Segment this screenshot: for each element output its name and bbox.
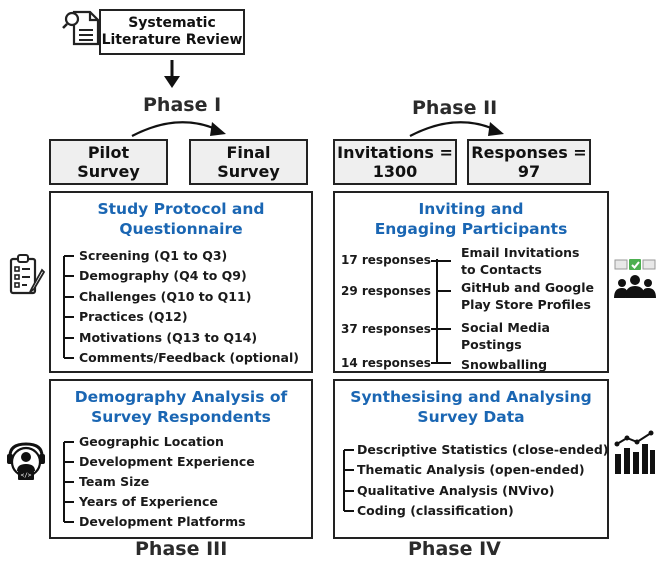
inviting-bracket xyxy=(431,259,451,364)
clipboard-checklist-icon xyxy=(9,254,46,295)
pilot-line1: Pilot xyxy=(87,143,130,162)
channel-line2: to Contacts xyxy=(461,262,542,277)
demography-panel: Demography Analysis of Survey Respondent… xyxy=(49,379,313,539)
study-protocol-panel: Study Protocol and Questionnaire Screeni… xyxy=(49,191,313,373)
synthesising-bracket xyxy=(343,449,354,512)
response-count: 17 responses xyxy=(341,253,431,267)
down-arrow xyxy=(164,60,180,88)
svg-text:</>: </> xyxy=(21,472,32,479)
synthesising-title-line1: Synthesising and Analysing xyxy=(350,388,592,406)
protocol-item: Demography (Q4 to Q9) xyxy=(79,268,247,283)
document-search-icon xyxy=(62,10,100,46)
demography-item: Development Experience xyxy=(79,454,255,469)
analysis-item: Coding (classification) xyxy=(357,503,514,518)
protocol-item: Screening (Q1 to Q3) xyxy=(79,248,228,263)
analysis-item: Qualitative Analysis (NVivo) xyxy=(357,483,555,498)
inviting-title-line2: Engaging Participants xyxy=(374,220,568,238)
analysis-item: Descriptive Statistics (close-ended) xyxy=(357,442,609,457)
phase-1-curved-arrow xyxy=(131,121,226,137)
pilot-line2: Survey xyxy=(77,162,140,181)
demography-item: Years of Experience xyxy=(79,494,218,509)
channel-line1: Snowballing xyxy=(461,357,548,372)
channel-line2: Play Store Profiles xyxy=(461,297,591,312)
final-line2: Survey xyxy=(217,162,280,181)
responses-line1: Responses = xyxy=(471,143,587,162)
demography-bracket xyxy=(63,441,74,523)
phase-2-label: Phase II xyxy=(412,97,498,119)
phase-4-label: Phase IV xyxy=(408,538,501,560)
phase-3-label: Phase III xyxy=(135,538,228,560)
channel-line1: GitHub and Google xyxy=(461,280,594,295)
responses-line2: 97 xyxy=(517,162,541,181)
inviting-participants-panel: Inviting and Engaging Participants 17 re… xyxy=(333,191,609,373)
channel-line2: Postings xyxy=(461,337,522,352)
final-survey-box: Final Survey xyxy=(189,139,308,185)
demography-title-line2: Survey Respondents xyxy=(91,408,271,426)
slr-box: Systematic Literature Review xyxy=(99,9,245,55)
invitations-line2: 1300 xyxy=(372,162,418,181)
demography-item: Geographic Location xyxy=(79,434,224,449)
slr-line2: Literature Review xyxy=(101,32,243,48)
demography-item: Development Platforms xyxy=(79,514,246,529)
synthesising-panel: Synthesising and Analysing Survey Data D… xyxy=(333,379,609,539)
slr-line1: Systematic xyxy=(128,15,216,31)
phase-2-curved-arrow xyxy=(409,121,504,137)
developer-icon: </> xyxy=(7,442,45,480)
invitations-box: Invitations = 1300 xyxy=(333,139,457,185)
synthesising-title-line2: Survey Data xyxy=(417,408,525,426)
channel-line1: Social Media xyxy=(461,320,550,335)
demography-item: Team Size xyxy=(79,474,150,489)
protocol-item: Challenges (Q10 to Q11) xyxy=(79,289,252,304)
protocol-item: Practices (Q12) xyxy=(79,309,188,324)
protocol-item: Comments/Feedback (optional) xyxy=(79,350,299,365)
demography-title-line1: Demography Analysis of xyxy=(74,388,288,406)
protocol-item: Motivations (Q13 to Q14) xyxy=(79,330,258,345)
response-count: 29 responses xyxy=(341,284,431,298)
channel-line1: Email Invitations xyxy=(461,245,580,260)
team-approval-icon xyxy=(614,259,656,298)
bar-chart-analytics-icon xyxy=(614,430,655,474)
final-line1: Final xyxy=(226,143,271,162)
response-count: 14 responses xyxy=(341,356,431,370)
study-protocol-title-line1: Study Protocol and xyxy=(97,200,265,218)
pilot-survey-box: Pilot Survey xyxy=(49,139,168,185)
invitations-line1: Invitations = xyxy=(337,143,453,162)
inviting-title-line1: Inviting and xyxy=(418,200,524,218)
responses-box: Responses = 97 xyxy=(467,139,591,185)
study-protocol-bracket xyxy=(63,255,74,359)
phase-1-label: Phase I xyxy=(143,94,222,116)
study-protocol-title-line2: Questionnaire xyxy=(119,220,243,238)
analysis-item: Thematic Analysis (open-ended) xyxy=(357,462,585,477)
response-count: 37 responses xyxy=(341,322,431,336)
